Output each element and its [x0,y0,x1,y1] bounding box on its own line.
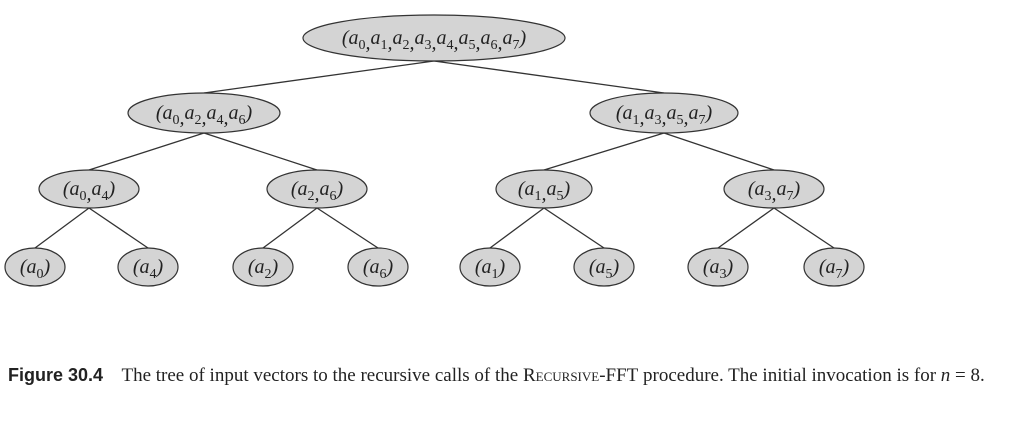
tree-node-l0: (a0) [4,247,66,287]
node-label: (a3,a7) [748,178,801,205]
node-ellipse [232,247,294,287]
tree-nodes: (a0,a1,a2,a3,a4,a5,a6,a7) (a0,a2,a4,a6) (a… [4,14,865,287]
tree-node-l4: (a4) [117,247,179,287]
equation-rest: = 8. [955,365,985,386]
tree-edge-root-odd [433,60,665,94]
node-ellipse [117,247,179,287]
tree-edge-root-even [203,60,435,94]
tree-edge-n04-l4 [88,207,149,249]
node-label: (a6) [363,256,394,282]
tree-node-n26: (a2,a6) [266,169,368,209]
node-ellipse [38,169,140,209]
tree-node-odd: (a1,a3,a5,a7) [589,92,739,134]
recursion-tree-diagram: (a0,a1,a2,a3,a4,a5,a6,a7) (a0,a2,a4,a6) (a… [4,14,865,287]
node-label: (a2,a6) [291,178,344,205]
tree-edge-n37-l7 [773,207,835,249]
node-ellipse [573,247,635,287]
node-ellipse [803,247,865,287]
caption-text-before: The tree of input vectors to the recursi… [121,365,519,386]
tree-node-l5: (a5) [573,247,635,287]
tree-edge-odd-n15 [543,132,665,171]
tree-node-l1: (a1) [459,247,521,287]
tree-edge-n26-l6 [316,207,379,249]
node-label: (a7) [819,256,850,282]
variable-n: n [940,365,951,386]
node-label: (a0,a4) [63,178,116,205]
node-label: (a1) [475,256,506,282]
tree-edges [34,60,835,249]
node-ellipse [687,247,749,287]
node-label: (a0,a1,a2,a3,a4,a5,a6,a7) [342,27,527,54]
tree-edge-even-n26 [203,132,318,171]
node-ellipse [347,247,409,287]
tree-edge-odd-n37 [663,132,775,171]
node-ellipse [266,169,368,209]
caption-text-middle: procedure. The initial invocation is for [643,365,937,386]
tree-edge-n04-l0 [34,207,90,249]
tree-edge-n37-l3 [717,207,775,249]
tree-node-n04: (a0,a4) [38,169,140,209]
node-ellipse [4,247,66,287]
node-label: (a1,a5) [518,178,571,205]
tree-node-l6: (a6) [347,247,409,287]
tree-node-l2: (a2) [232,247,294,287]
node-ellipse [589,92,739,134]
node-ellipse [495,169,593,209]
node-label: (a3) [703,256,734,282]
figure-label: Figure 30.4 [8,365,104,385]
procedure-name: Recursive-FFT [522,365,639,386]
tree-node-even: (a0,a2,a4,a6) [127,92,281,134]
figure-caption: Figure 30.4 The tree of input vectors to… [8,362,1018,389]
node-label: (a2) [248,256,279,282]
node-ellipse [302,14,566,62]
node-label: (a0,a2,a4,a6) [156,102,253,129]
tree-edge-n15-l1 [489,207,545,249]
tree-node-l3: (a3) [687,247,749,287]
tree-node-n37: (a3,a7) [723,169,825,209]
node-label: (a1,a3,a5,a7) [616,102,713,129]
node-label: (a0) [20,256,51,282]
node-ellipse [127,92,281,134]
tree-node-n15: (a1,a5) [495,169,593,209]
tree-edge-n15-l5 [543,207,605,249]
node-ellipse [723,169,825,209]
tree-node-root: (a0,a1,a2,a3,a4,a5,a6,a7) [302,14,566,62]
node-label: (a5) [589,256,620,282]
tree-node-l7: (a7) [803,247,865,287]
node-ellipse [459,247,521,287]
tree-edge-n26-l2 [262,207,318,249]
tree-edge-even-n04 [88,132,205,171]
node-label: (a4) [133,256,164,282]
